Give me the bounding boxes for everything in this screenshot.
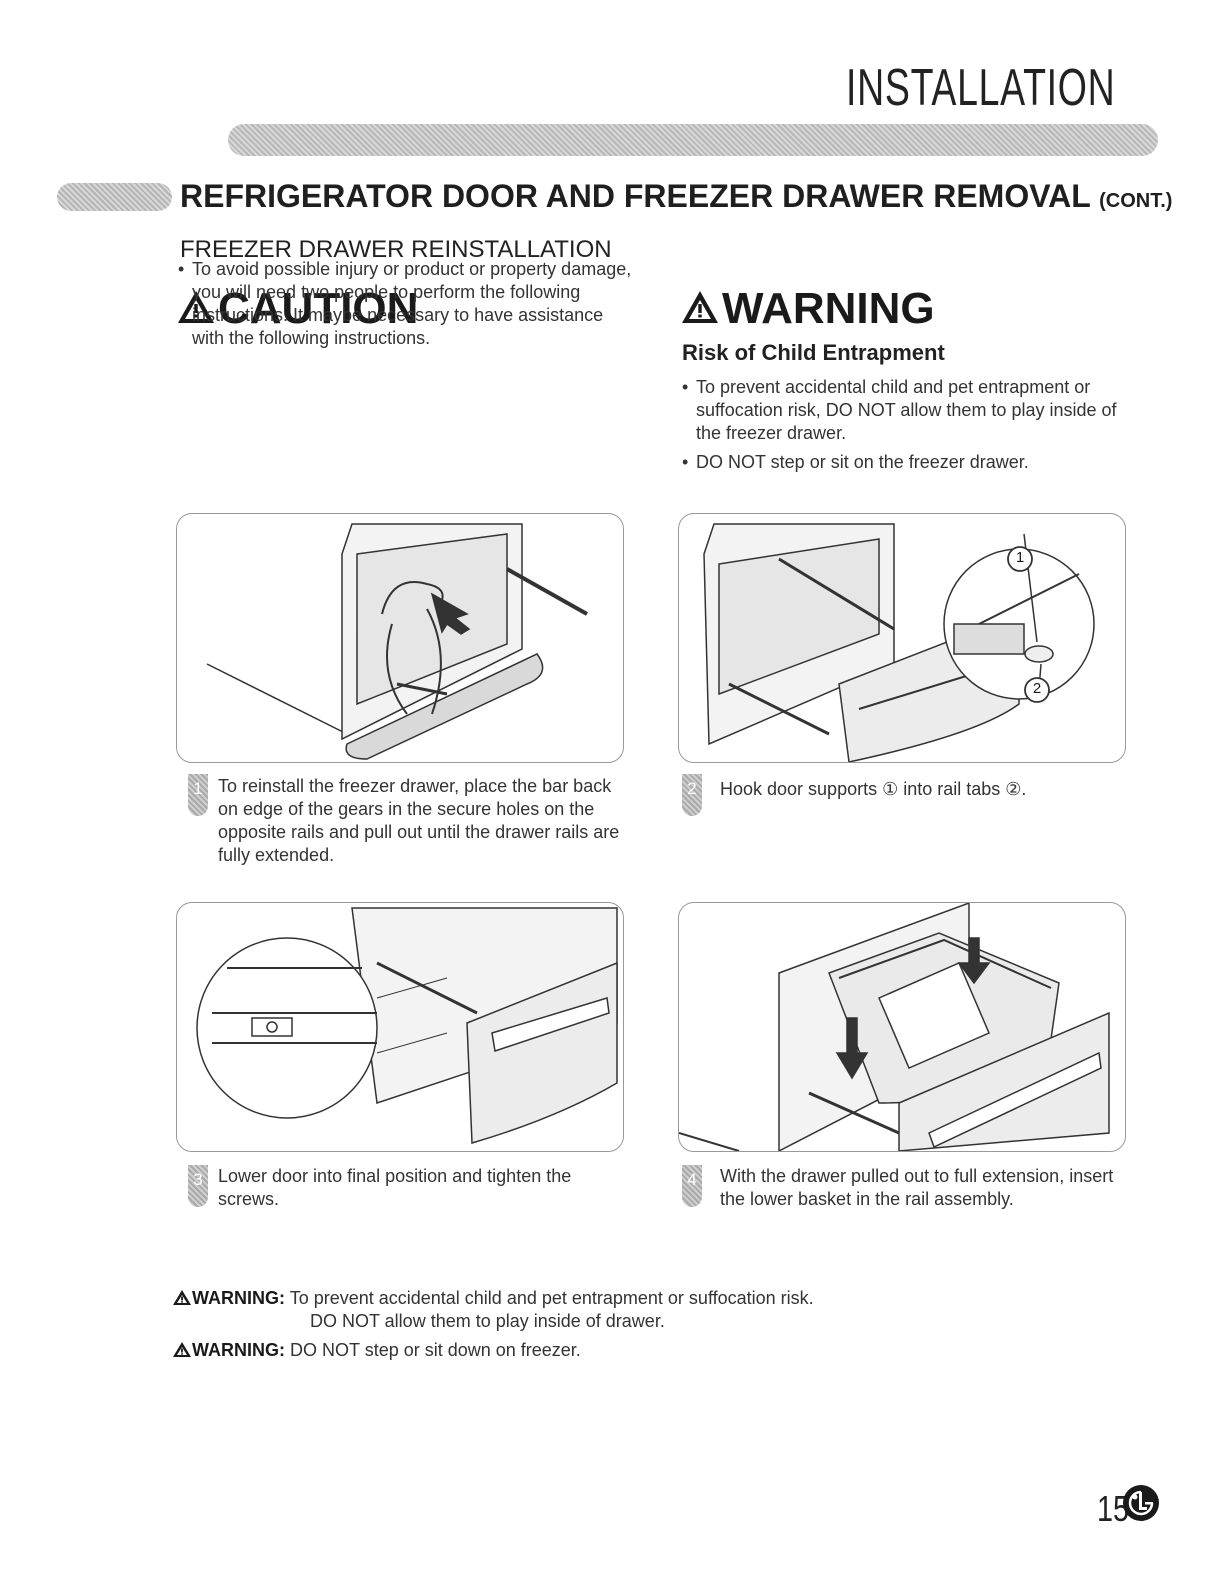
step-2-text: Hook door supports ① into rail tabs ②.: [720, 779, 1027, 799]
page-heading-text: REFRIGERATOR DOOR AND FREEZER DRAWER REM…: [180, 178, 1091, 214]
page-heading: REFRIGERATOR DOOR AND FREEZER DRAWER REM…: [180, 178, 1172, 215]
callout-1: 1: [1015, 549, 1025, 566]
warning-bullet: DO NOT step or sit on the freezer drawer…: [682, 451, 1122, 474]
step-4-text: With the drawer pulled out to full exten…: [720, 1166, 1114, 1209]
page-number: 15: [1096, 1488, 1129, 1529]
footer-warning-label: WARNING:: [192, 1288, 285, 1308]
footer-warning-text: DO NOT allow them to play inside of draw…: [310, 1311, 665, 1331]
section-title: INSTALLATION: [846, 59, 1116, 117]
step-badge: 4: [682, 1165, 702, 1207]
warning-title: WARNING: [680, 284, 935, 334]
footer-warning-label: WARNING:: [192, 1340, 285, 1360]
warning-title-text: WARNING: [722, 284, 935, 333]
warning-triangle-icon: [173, 1290, 191, 1305]
step-badge: 1: [188, 774, 208, 816]
step-badge: 2: [682, 774, 702, 816]
footer-warning-line: WARNING: DO NOT step or sit down on free…: [172, 1339, 581, 1362]
step-4-illustration: [678, 902, 1126, 1152]
lg-logo: [1123, 1485, 1159, 1521]
step-badge: 3: [188, 1165, 208, 1207]
footer-warning-text: DO NOT step or sit down on freezer.: [290, 1340, 581, 1360]
caution-bullet: To avoid possible injury or product or p…: [178, 258, 638, 350]
warning-triangle-icon: [173, 1342, 191, 1357]
page-heading-suffix: (CONT.): [1099, 190, 1173, 212]
step-1-illustration: [176, 513, 624, 763]
warning-bullet: To prevent accidental child and pet entr…: [682, 376, 1122, 445]
footer-warning-text: To prevent accidental child and pet entr…: [289, 1288, 814, 1308]
step-3-text: Lower door into final position and tight…: [218, 1166, 572, 1209]
callout-2: 2: [1032, 680, 1042, 697]
footer-warning-line: WARNING: To prevent accidental child and…: [172, 1287, 814, 1310]
step-2-illustration: 1 2: [678, 513, 1126, 763]
heading-pill-decoration: [57, 183, 172, 211]
warning-triangle-icon: [682, 291, 718, 323]
step-1-text: To reinstall the freezer drawer, place t…: [218, 776, 620, 865]
step-3-illustration: [176, 902, 624, 1152]
footer-warning-1: WARNING: To prevent accidental child and…: [172, 1287, 814, 1333]
footer-warning-2: WARNING: DO NOT step or sit down on free…: [172, 1339, 581, 1362]
warning-bullets: To prevent accidental child and pet entr…: [682, 376, 1122, 474]
risk-heading: Risk of Child Entrapment: [682, 340, 945, 365]
header-bar: [228, 124, 1158, 156]
caution-bullets: To avoid possible injury or product or p…: [178, 258, 638, 350]
